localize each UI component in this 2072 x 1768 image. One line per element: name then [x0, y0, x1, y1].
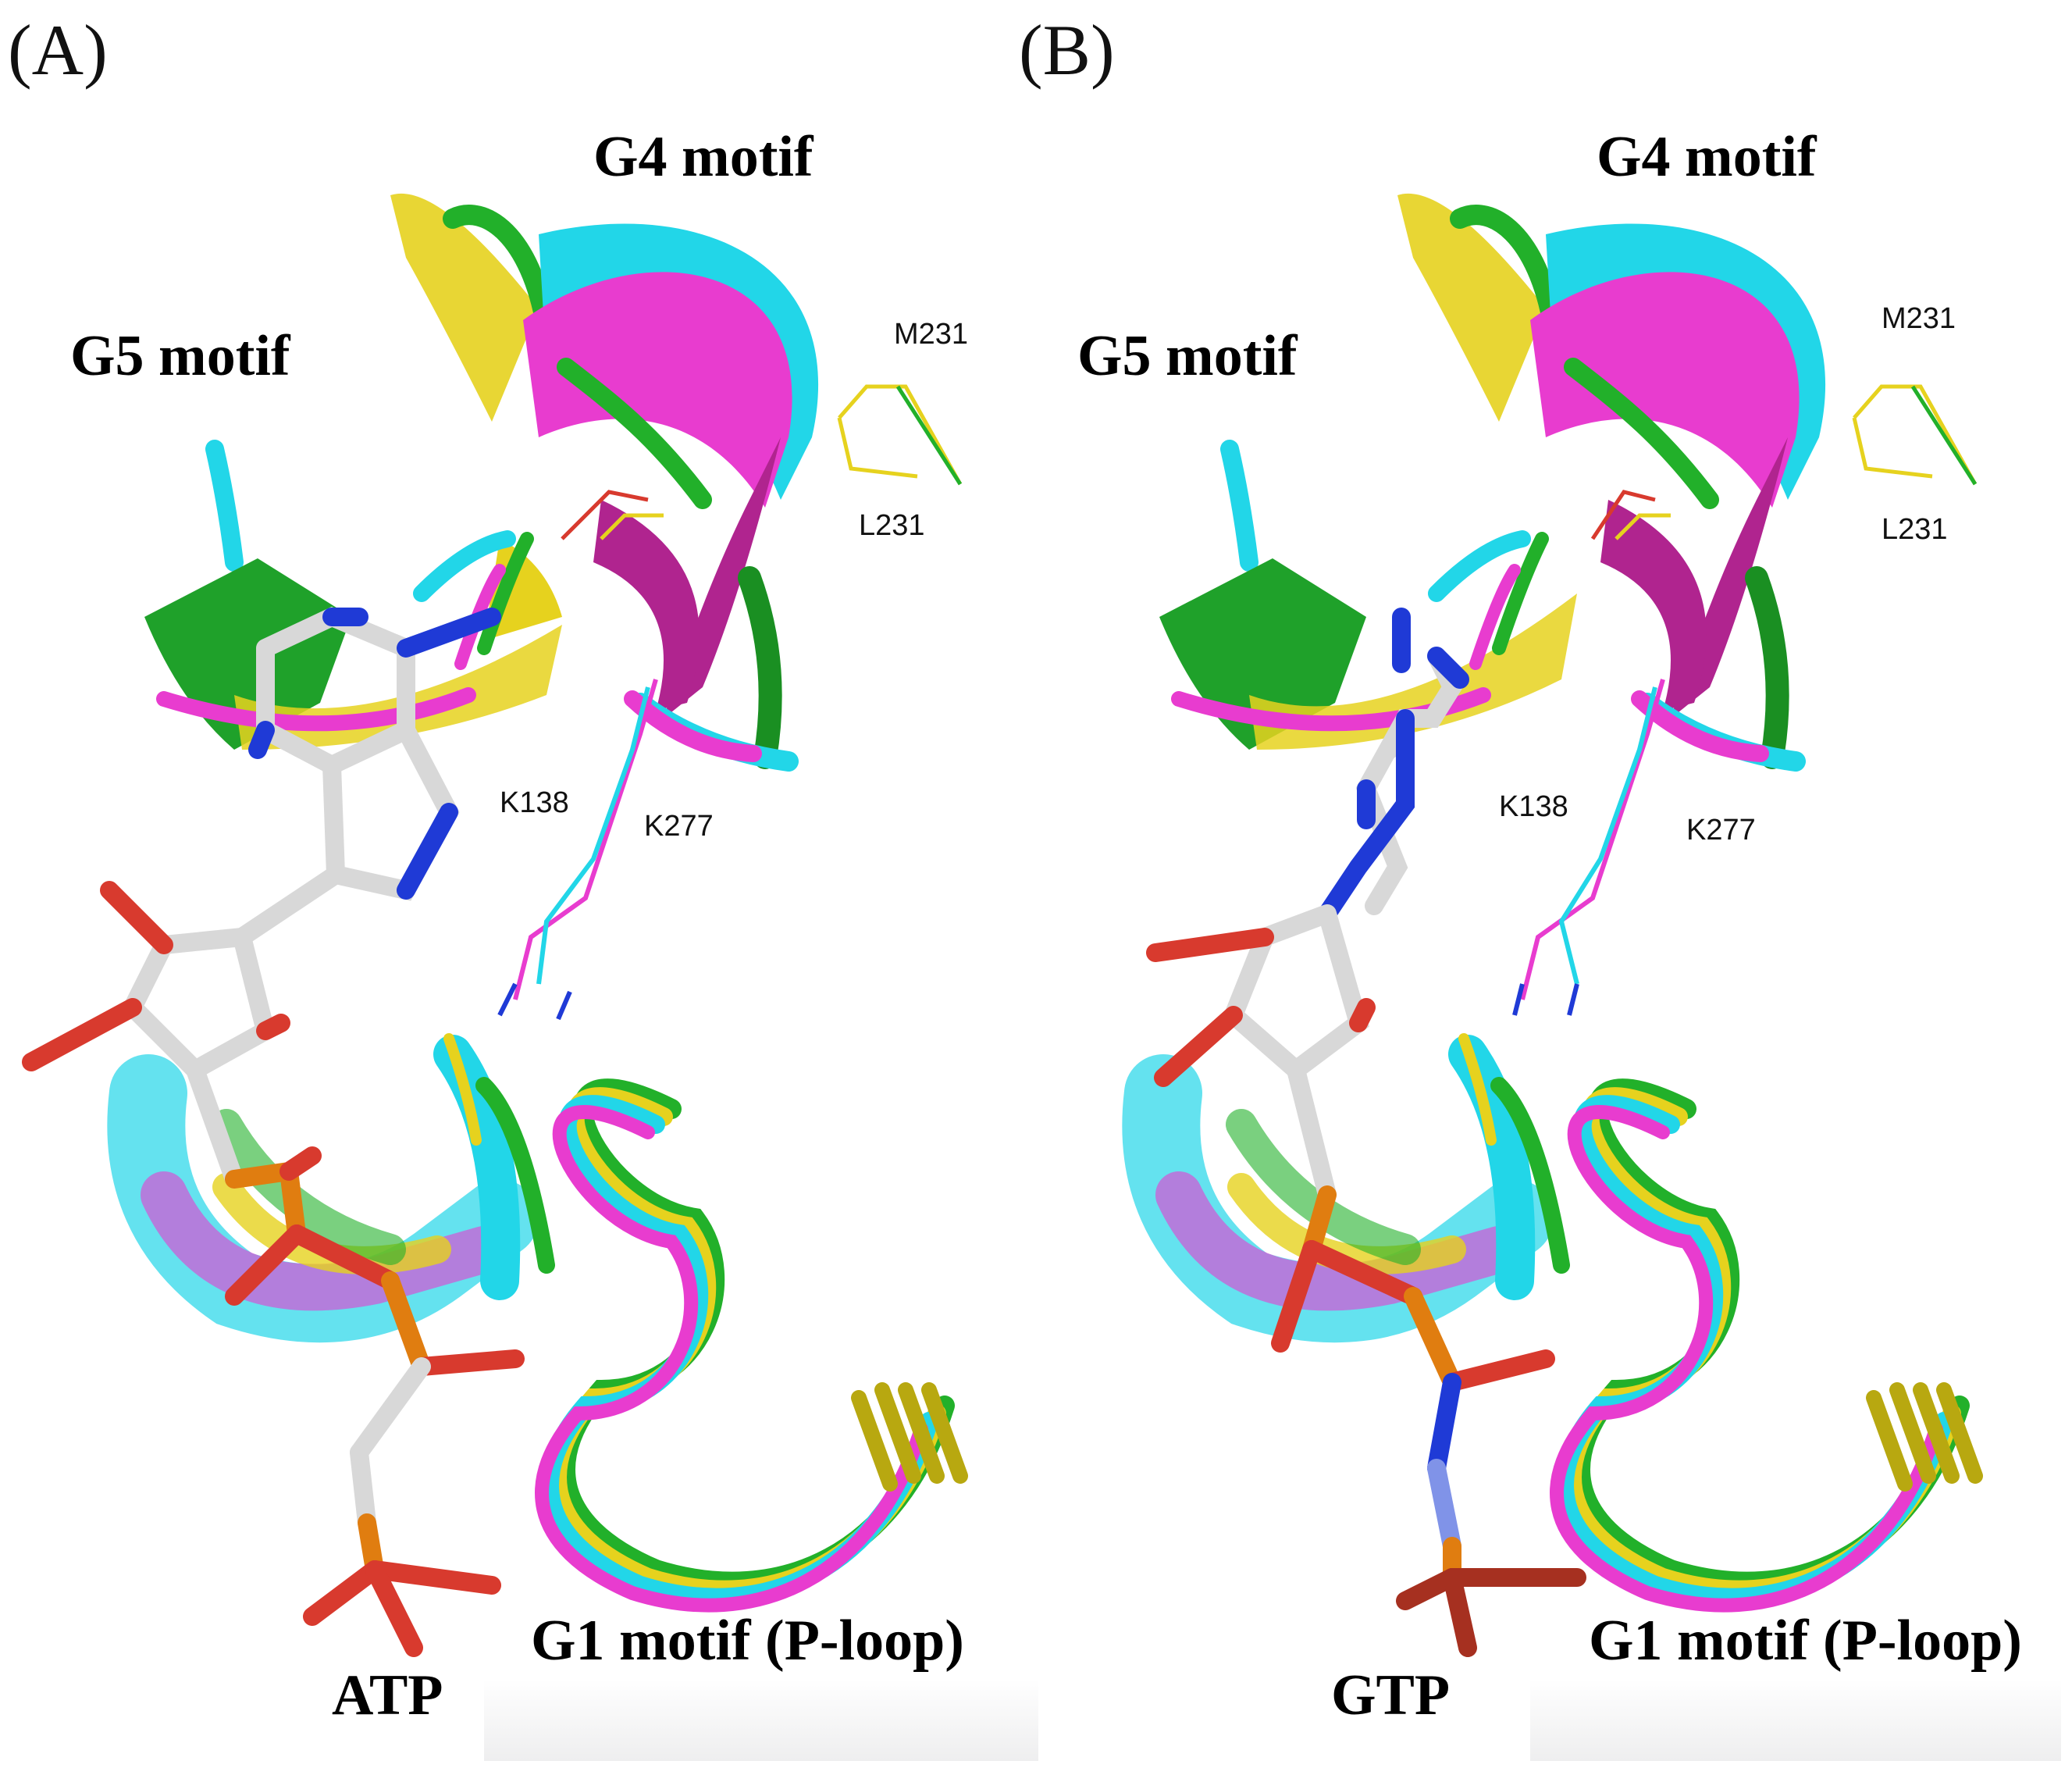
panel-a-m231-label: M231	[894, 318, 968, 351]
panel-b-g4-label: G4 motif	[1597, 125, 1817, 189]
panel-a-g5-label: G5 motif	[70, 324, 291, 388]
panel-b-letter: (B)	[1019, 10, 1115, 90]
panel-b-k277-label: K277	[1686, 814, 1756, 847]
g1-ploop	[107, 1033, 968, 1613]
panel-b-bottom-shade	[1530, 1679, 2061, 1761]
panel-b-k138-label: K138	[1499, 790, 1568, 823]
panel-b-ligand-label: GTP	[1331, 1663, 1450, 1727]
panel-a-g1-label: G1 motif (P-loop)	[531, 1609, 964, 1673]
g4-helix	[390, 193, 963, 772]
panel-b-m231-label: M231	[1882, 302, 1956, 335]
panel-a-letter: (A)	[8, 10, 108, 90]
panel-a-k138-label: K138	[500, 786, 569, 819]
panel-a-ligand-label: ATP	[332, 1663, 443, 1727]
lysine-sticks	[1512, 679, 1665, 1016]
panel-b-g1-label: G1 motif (P-loop)	[1589, 1609, 2022, 1673]
panel-b-g5-label: G5 motif	[1077, 324, 1298, 388]
lysine-sticks	[497, 679, 658, 1021]
panel-b: (B) G4 motif G5 motif G1 motif (P-loop) …	[1019, 10, 2061, 1761]
g4-helix	[1397, 193, 1978, 772]
panel-a: (A) G4 motif G5 motif G1 motif (P-loop) …	[8, 10, 1038, 1761]
panel-b-l231-label: L231	[1882, 513, 1948, 546]
atp-ligand	[22, 606, 525, 1657]
g5-loop	[144, 440, 562, 750]
panel-a-bottom-shade	[484, 1679, 1038, 1761]
panel-a-k277-label: K277	[644, 810, 714, 843]
gtp-ligand	[1146, 608, 1586, 1657]
panel-a-l231-label: L231	[859, 509, 925, 542]
g5-loop	[1159, 440, 1577, 750]
g1-ploop	[1122, 1033, 1983, 1613]
panel-a-g4-label: G4 motif	[593, 125, 814, 189]
